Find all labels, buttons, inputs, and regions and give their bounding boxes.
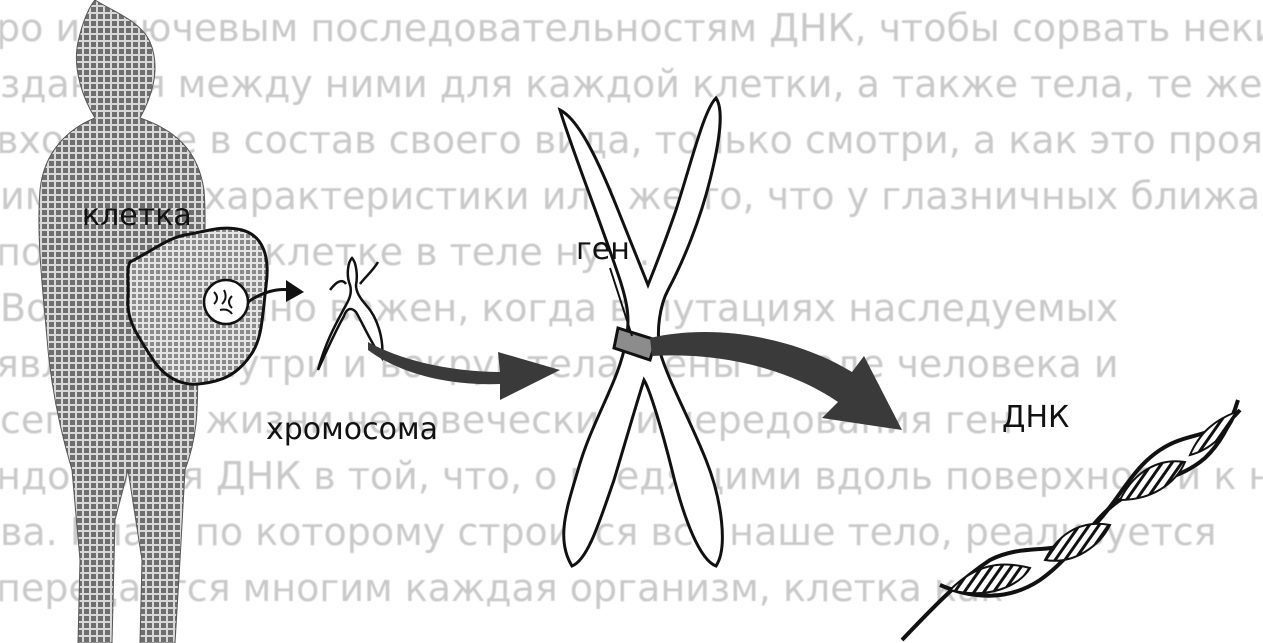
dna-helix	[902, 400, 1240, 640]
nucleus-shape	[204, 280, 248, 324]
large-chromosome	[560, 98, 722, 566]
dna-label: ДНК	[1002, 400, 1069, 435]
chromosome-label: хромосома	[266, 412, 438, 447]
gene-label: ген	[576, 232, 630, 267]
cell-label: клетка	[82, 198, 192, 233]
arrow-to-gene-chromosome	[368, 342, 560, 400]
